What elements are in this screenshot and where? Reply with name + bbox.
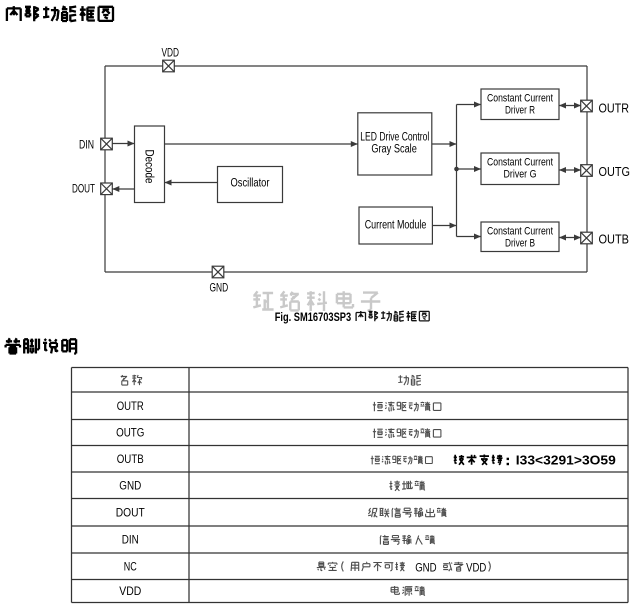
svg-text:DIN: DIN [122,535,139,547]
svg-text:OUTB: OUTB [117,454,144,466]
svg-text:Decode: Decode [143,150,155,184]
svg-text:Constant Current: Constant Current [487,226,553,238]
svg-text:Constant Current: Constant Current [487,93,553,105]
svg-text:LED Drive Control: LED Drive Control [360,131,429,143]
svg-text:Current Module: Current Module [365,220,427,232]
svg-text:OUTG: OUTG [116,428,144,440]
svg-text:GND: GND [415,562,436,574]
svg-text:VDD: VDD [119,586,141,598]
svg-text:I33<3291>3O59: I33<3291>3O59 [516,453,616,467]
svg-text:GND: GND [210,281,229,295]
svg-text:OUTG: OUTG [599,164,631,179]
svg-text:OUTB: OUTB [599,232,630,247]
svg-text:OUTR: OUTR [117,401,144,413]
svg-text:NC: NC [124,561,137,573]
svg-text:Driver B: Driver B [505,238,535,250]
svg-text:DOUT: DOUT [72,182,95,196]
svg-text:VDD: VDD [466,562,486,574]
svg-text:DOUT: DOUT [116,507,145,519]
svg-text:Driver G: Driver G [504,169,537,181]
svg-text:Constant Current: Constant Current [487,157,553,169]
svg-text:Fig. SM16703SP3: Fig. SM16703SP3 [275,312,352,324]
svg-text:OUTR: OUTR [599,101,630,116]
svg-text:GND: GND [119,480,141,492]
svg-text:Oscillator: Oscillator [231,178,270,190]
svg-text:DIN: DIN [79,137,94,151]
svg-text:VDD: VDD [162,46,180,60]
svg-text:Gray Scale: Gray Scale [371,143,417,155]
svg-text:Driver R: Driver R [505,105,535,117]
